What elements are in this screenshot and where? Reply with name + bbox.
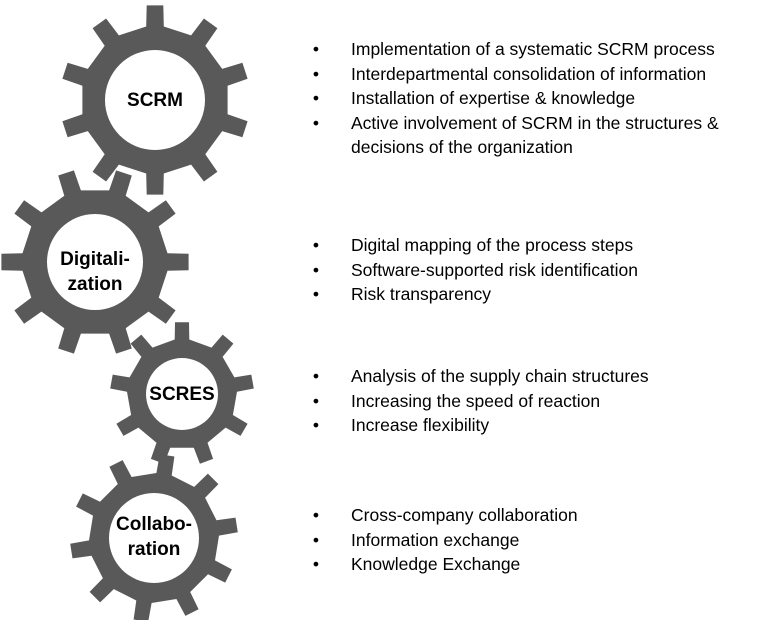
gear-icon-scrm — [62, 5, 248, 195]
bullet-list-scrm: •Implementation of a systematic SCRM pro… — [309, 37, 764, 160]
gear-icon-scres — [110, 322, 254, 464]
bullet-list-collaboration: •Cross-company collaboration •Informatio… — [309, 503, 764, 577]
gear-label-scrm: SCRM — [127, 90, 183, 111]
bullet-item: •Implementation of a systematic SCRM pro… — [312, 39, 715, 59]
gear-icon-digitalization — [1, 170, 189, 354]
bullet-item: •Active involvement of SCRM in the struc… — [312, 112, 719, 158]
bullet-item: •Increasing the speed of reaction — [312, 390, 601, 411]
bullet-item: •Interdepartmental consolidation of info… — [312, 63, 707, 84]
bullet-item: •Increase flexibility — [312, 415, 490, 435]
bullet-item: •Analysis of the supply chain structures — [312, 366, 649, 386]
bullet-item: •Installation of expertise & knowledge — [312, 88, 636, 108]
gear-icon-collaboration — [70, 454, 238, 620]
bullet-item: •Digital mapping of the process steps — [312, 235, 634, 255]
bullet-item: •Risk transparency — [312, 284, 492, 304]
bullet-item: •Knowledge Exchange — [312, 554, 521, 574]
bullet-item: •Information exchange — [312, 529, 520, 550]
bullet-item: •Software-supported risk identification — [312, 259, 638, 280]
gear-label-scres: SCRES — [149, 384, 215, 405]
bullet-item: •Cross-company collaboration — [312, 505, 578, 525]
gear-label-digitalization: Digitali- zation — [60, 249, 130, 295]
bullet-list-scres: •Analysis of the supply chain structures… — [309, 364, 764, 438]
gear-label-collaboration: Collabo- ration — [116, 514, 192, 560]
bullet-list-digitalization: •Digital mapping of the process steps •S… — [309, 233, 764, 307]
